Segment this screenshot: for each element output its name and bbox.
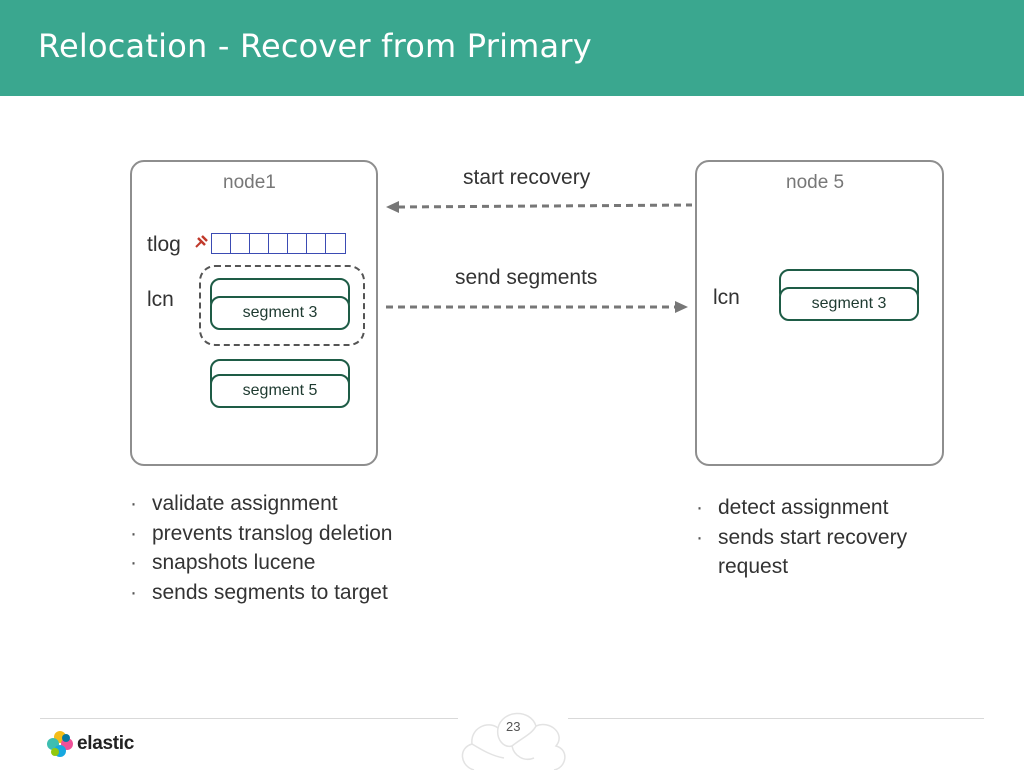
title-bar: Relocation - Recover from Primary bbox=[0, 0, 1024, 96]
tlog-cell bbox=[307, 234, 326, 253]
lcn-label-right: lcn bbox=[713, 286, 740, 309]
left-bullets: validate assignment prevents translog de… bbox=[130, 489, 450, 607]
node-left-label: node1 bbox=[223, 172, 276, 193]
bullet-item: sends segments to target bbox=[130, 578, 450, 608]
start-recovery-label: start recovery bbox=[463, 166, 591, 189]
page-number: 23 bbox=[506, 719, 521, 734]
bullet-item: sends start recovery request bbox=[696, 523, 946, 582]
tlog-cell bbox=[250, 234, 269, 253]
right-bullets: detect assignment sends start recovery r… bbox=[696, 493, 946, 582]
segment-left-3: segment 3 bbox=[210, 296, 350, 330]
tlog-cell bbox=[326, 234, 345, 253]
slide-title: Relocation - Recover from Primary bbox=[38, 27, 592, 65]
elastic-logo-icon bbox=[47, 731, 73, 757]
send-segments-arrow bbox=[386, 301, 688, 313]
cloud-watermark-icon bbox=[461, 712, 566, 770]
elastic-logo-text: elastic bbox=[77, 733, 135, 754]
tlog-cells bbox=[211, 233, 346, 254]
snapshot-boundary bbox=[199, 265, 365, 346]
start-recovery-arrow bbox=[386, 201, 693, 213]
tlog-cell bbox=[231, 234, 250, 253]
bullet-item: detect assignment bbox=[696, 493, 946, 523]
lcn-label-left: lcn bbox=[147, 288, 174, 311]
segment-left-5: segment 5 bbox=[210, 374, 350, 408]
tlog-cell bbox=[212, 234, 231, 253]
segment-right-3: segment 3 bbox=[779, 287, 919, 321]
footer-divider-left bbox=[40, 718, 458, 719]
footer-divider-right bbox=[568, 718, 984, 719]
node-right-label: node 5 bbox=[786, 172, 845, 193]
tlog-cell bbox=[269, 234, 288, 253]
bullet-item: validate assignment bbox=[130, 489, 450, 519]
tlog-label: tlog bbox=[147, 233, 181, 256]
bullet-item: snapshots lucene bbox=[130, 548, 450, 578]
tlog-cell bbox=[288, 234, 307, 253]
bullet-item: prevents translog deletion bbox=[130, 519, 450, 549]
send-segments-label: send segments bbox=[455, 266, 598, 289]
pin-icon bbox=[195, 235, 208, 248]
